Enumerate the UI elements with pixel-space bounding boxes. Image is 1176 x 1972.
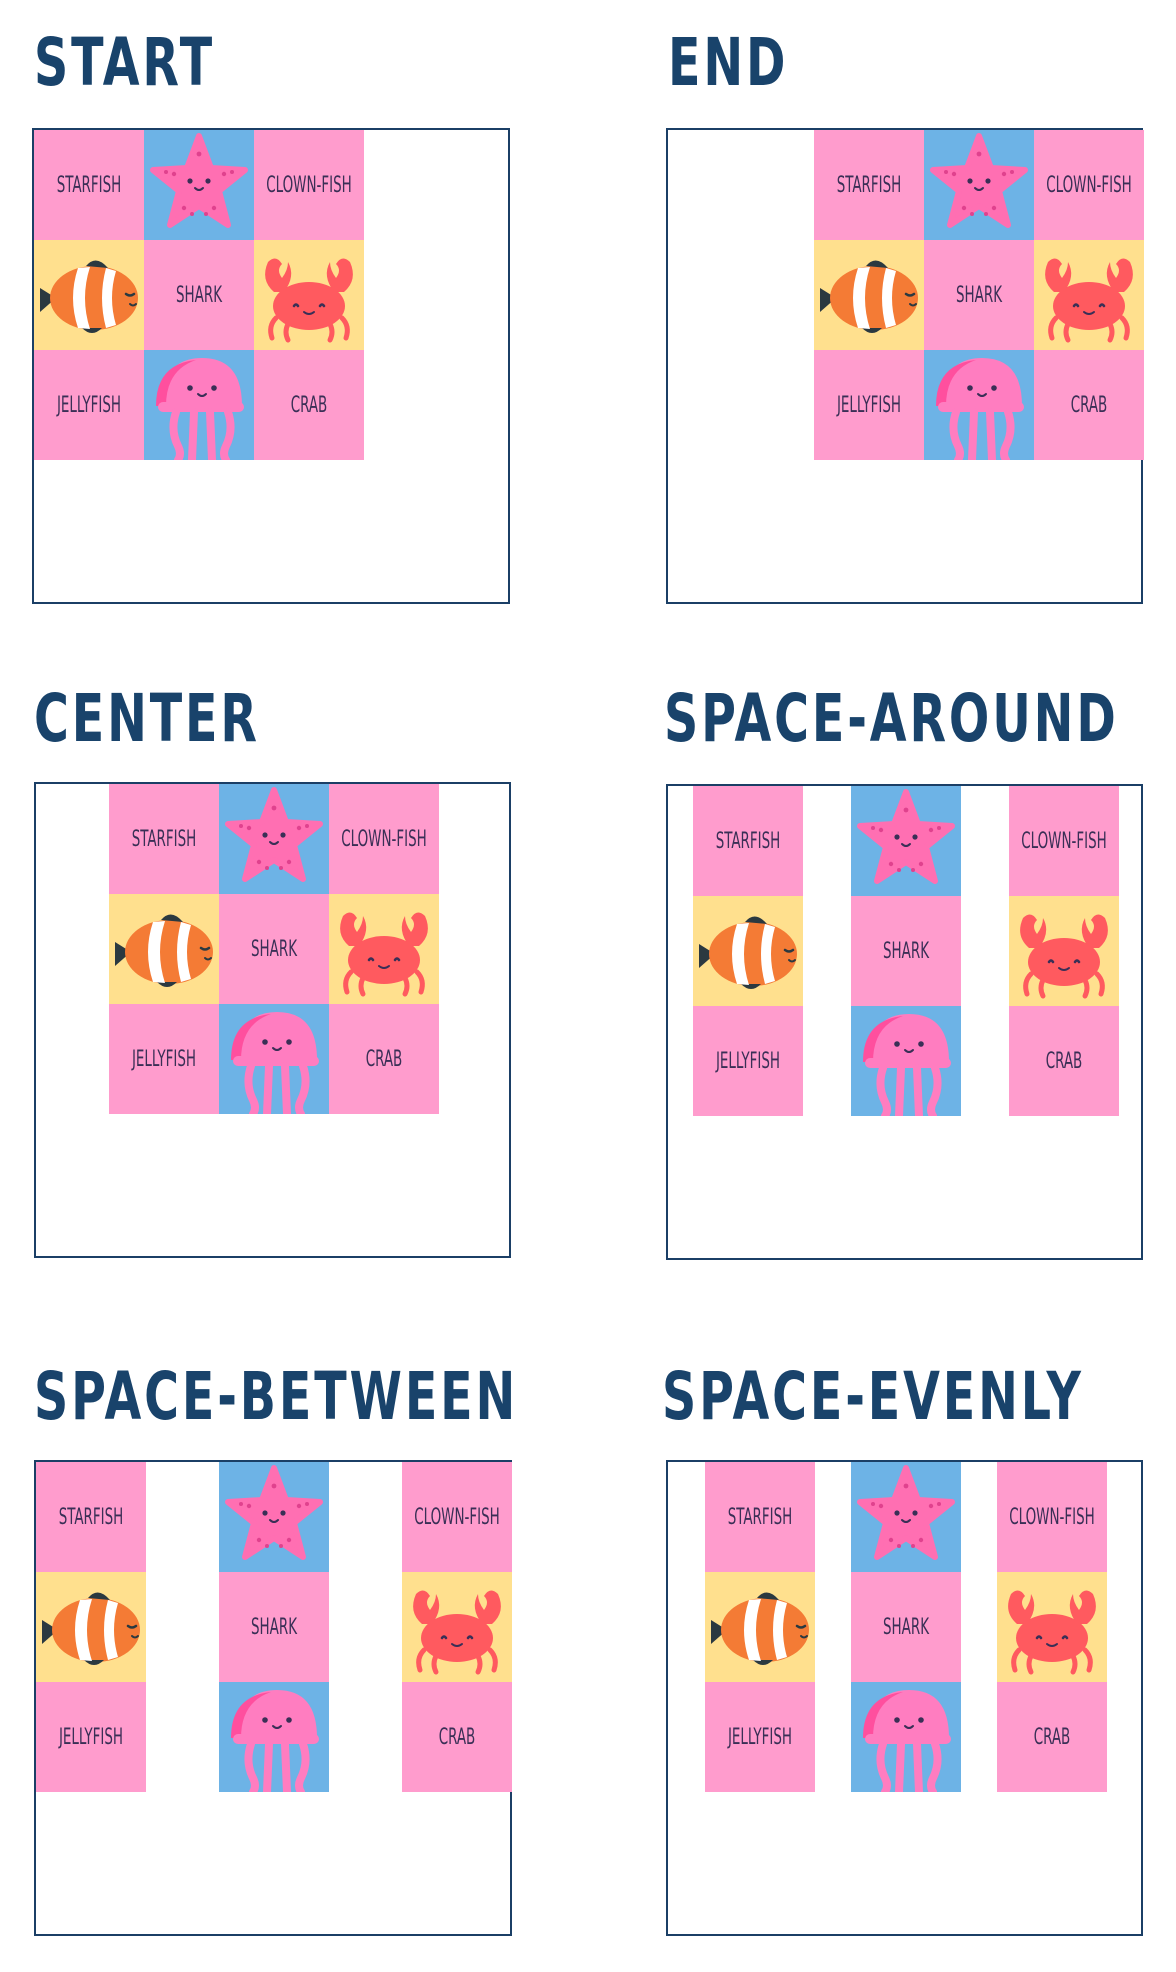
- grid-item-crab: [997, 1572, 1107, 1682]
- grid-item-jellyfish: [924, 350, 1034, 460]
- grid-item-label: STARFISH: [715, 828, 781, 854]
- grid-item-jellyfish: JELLYFISH: [109, 1004, 219, 1114]
- grid-item-clown-fish: CLOWN-FISH: [1034, 130, 1144, 240]
- grid-container: STARFISH CLOWN-FISH SHARK JELLYFISH: [666, 784, 1143, 1260]
- panel-title: CENTER: [34, 680, 260, 757]
- grid-item-starfish: STARFISH: [705, 1462, 815, 1572]
- grid-item-clownfish: [814, 240, 924, 350]
- grid-item-crab: CRAB: [1009, 1006, 1119, 1116]
- grid-item-clown-fish: CLOWN-FISH: [997, 1462, 1107, 1572]
- grid-item-starfish: STARFISH: [34, 130, 144, 240]
- grid-item-label: JELLYFISH: [715, 1048, 781, 1074]
- grid-item-crab: [1034, 240, 1144, 350]
- grid-item-jellyfish: JELLYFISH: [814, 350, 924, 460]
- grid-item-shark: SHARK: [144, 240, 254, 350]
- panel-title: SPACE-AROUND: [664, 680, 1119, 757]
- grid-item-starfish: STARFISH: [693, 786, 803, 896]
- grid-item-label: STARFISH: [836, 172, 902, 198]
- grid-item-shark: SHARK: [219, 894, 329, 1004]
- grid-item-label: JELLYFISH: [836, 392, 902, 418]
- grid-item-starfish: [144, 130, 254, 240]
- grid-item-label: JELLYFISH: [131, 1046, 197, 1072]
- grid-container: STARFISH CLOWN-FISH SHARK JELLYFISH: [666, 1460, 1143, 1936]
- grid-item-label: CLOWN-FISH: [341, 826, 427, 852]
- grid-item-jellyfish: JELLYFISH: [36, 1682, 146, 1792]
- grid-item-label: CLOWN-FISH: [1021, 828, 1107, 854]
- grid-item-crab: [1009, 896, 1119, 1006]
- grid-item-clownfish: [34, 240, 144, 350]
- grid-item-label: CRAB: [1070, 392, 1108, 418]
- grid-item-label: CLOWN-FISH: [1009, 1504, 1095, 1530]
- grid-item-label: STARFISH: [131, 826, 197, 852]
- grid-item-label: CLOWN-FISH: [414, 1504, 500, 1530]
- grid-item-clown-fish: CLOWN-FISH: [329, 784, 439, 894]
- grid-item-jellyfish: [851, 1682, 961, 1792]
- grid-item-jellyfish: JELLYFISH: [705, 1682, 815, 1792]
- grid-container: STARFISH CLOWN-FISH SHARK JELLYFISH: [32, 128, 510, 604]
- grid-item-label: CLOWN-FISH: [266, 172, 352, 198]
- grid-item-label: JELLYFISH: [727, 1724, 793, 1750]
- grid-item-starfish: [924, 130, 1034, 240]
- grid-item-jellyfish: [851, 1006, 961, 1116]
- grid-item-jellyfish: [219, 1682, 329, 1792]
- grid-item-label: SHARK: [882, 938, 930, 964]
- grid-item-crab: CRAB: [1034, 350, 1144, 460]
- grid-item-label: SHARK: [175, 282, 223, 308]
- grid-item-label: CRAB: [438, 1724, 476, 1750]
- grid-item-clownfish: [36, 1572, 146, 1682]
- grid-item-crab: [402, 1572, 512, 1682]
- panel-title: SPACE-BETWEEN: [34, 1358, 519, 1435]
- grid-item-shark: SHARK: [924, 240, 1034, 350]
- grid-item-label: JELLYFISH: [58, 1724, 124, 1750]
- grid-item-label: STARFISH: [56, 172, 122, 198]
- grid-container: STARFISH CLOWN-FISH SHARK JELLYFISH: [34, 1460, 512, 1936]
- grid-container: STARFISH CLOWN-FISH SHARK JELLYFISH: [34, 782, 511, 1258]
- grid-item-starfish: [219, 784, 329, 894]
- grid-item-jellyfish: [219, 1004, 329, 1114]
- grid-item-clown-fish: CLOWN-FISH: [402, 1462, 512, 1572]
- grid-item-starfish: STARFISH: [36, 1462, 146, 1572]
- panel-title: START: [34, 24, 216, 101]
- grid-item-label: SHARK: [250, 936, 298, 962]
- grid-item-label: SHARK: [250, 1614, 298, 1640]
- grid-container: STARFISH CLOWN-FISH SHARK JELLYFISH: [666, 128, 1144, 604]
- grid-item-label: SHARK: [882, 1614, 930, 1640]
- grid-item-jellyfish: JELLYFISH: [34, 350, 144, 460]
- grid-item-crab: [254, 240, 364, 350]
- grid-item-label: CLOWN-FISH: [1046, 172, 1132, 198]
- grid-item-starfish: [219, 1462, 329, 1572]
- grid-item-label: CRAB: [290, 392, 328, 418]
- grid-item-label: STARFISH: [58, 1504, 124, 1530]
- panel-title: SPACE-EVENLY: [662, 1358, 1084, 1435]
- grid-item-starfish: [851, 786, 961, 896]
- grid-item-clown-fish: CLOWN-FISH: [254, 130, 364, 240]
- grid-item-jellyfish: JELLYFISH: [693, 1006, 803, 1116]
- grid-item-jellyfish: [144, 350, 254, 460]
- grid-item-label: CRAB: [1045, 1048, 1083, 1074]
- grid-item-shark: SHARK: [851, 896, 961, 1006]
- grid-item-clownfish: [109, 894, 219, 1004]
- grid-item-label: CRAB: [365, 1046, 403, 1072]
- grid-item-crab: [329, 894, 439, 1004]
- grid-item-crab: CRAB: [402, 1682, 512, 1792]
- grid-item-label: CRAB: [1033, 1724, 1071, 1750]
- grid-item-shark: SHARK: [219, 1572, 329, 1682]
- grid-item-label: STARFISH: [727, 1504, 793, 1530]
- grid-item-crab: CRAB: [329, 1004, 439, 1114]
- grid-item-clownfish: [693, 896, 803, 1006]
- grid-item-clown-fish: CLOWN-FISH: [1009, 786, 1119, 896]
- grid-item-label: SHARK: [955, 282, 1003, 308]
- grid-item-label: JELLYFISH: [56, 392, 122, 418]
- grid-item-shark: SHARK: [851, 1572, 961, 1682]
- panel-title: END: [668, 24, 789, 101]
- grid-item-clownfish: [705, 1572, 815, 1682]
- grid-item-starfish: STARFISH: [814, 130, 924, 240]
- grid-item-starfish: [851, 1462, 961, 1572]
- grid-item-starfish: STARFISH: [109, 784, 219, 894]
- grid-item-crab: CRAB: [254, 350, 364, 460]
- grid-item-crab: CRAB: [997, 1682, 1107, 1792]
